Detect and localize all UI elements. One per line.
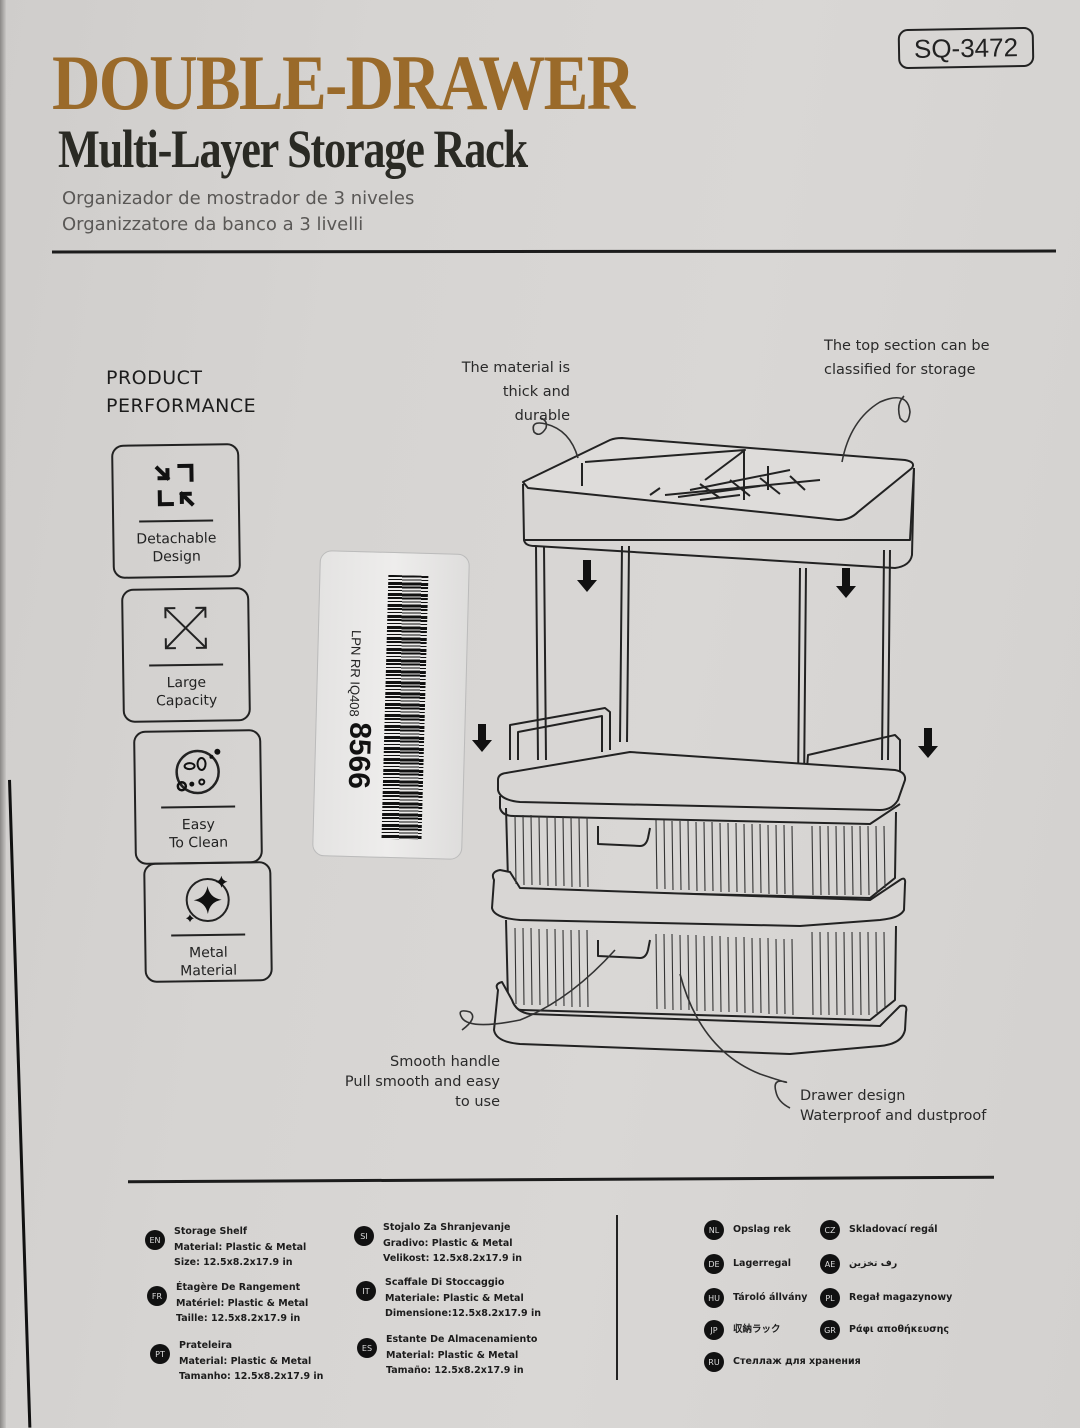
feature-label: Metal Material <box>180 944 238 980</box>
box-edge <box>8 779 32 1428</box>
lang-name: Стеллаж для хранения <box>733 1356 861 1368</box>
down-arrow-icons <box>472 560 938 758</box>
bottom-divider <box>127 1175 995 1184</box>
lang-badge: NL <box>704 1220 724 1240</box>
language-column-divider <box>616 1215 618 1380</box>
feature-card-metal: Metal Material <box>143 861 273 983</box>
lang-badge: AE <box>820 1254 840 1274</box>
lang-badge: SI <box>354 1226 374 1246</box>
callout-top-section: The top section can be classified for st… <box>824 338 990 378</box>
lang-entry-gr: GR Ράφι αποθήκευσης <box>820 1320 949 1340</box>
lang-name: 収納ラック <box>733 1324 781 1336</box>
callout-drawer: Drawer design Waterproof and dustproof <box>800 1088 987 1124</box>
lpn-sticker: LPN RR IQ408 8566 <box>312 550 470 860</box>
lang-name: Opslag rek <box>733 1224 791 1236</box>
lang-name: Lagerregal <box>733 1258 791 1270</box>
lang-badge: PT <box>150 1344 170 1364</box>
feature-divider <box>149 663 224 667</box>
performance-heading-line2: PERFORMANCE <box>106 395 257 417</box>
lang-badge: RU <box>704 1352 724 1372</box>
product-title: DOUBLE-DRAWER <box>52 39 635 126</box>
lang-badge: DE <box>704 1254 724 1274</box>
lang-entry-ae: AE رف تخزين <box>820 1254 897 1274</box>
lang-entry-pl: PL Regał magazynowy <box>820 1288 952 1308</box>
feature-label: Easy To Clean <box>169 816 229 852</box>
lang-entry-de: DE Lagerregal <box>704 1254 791 1274</box>
performance-heading-line1: PRODUCT <box>106 367 203 389</box>
compress-arrows-icon <box>154 463 195 507</box>
box-left-shadow <box>0 0 6 1428</box>
lang-badge: FR <box>147 1286 167 1306</box>
lang-badge: IT <box>356 1281 376 1301</box>
model-number-badge: SQ-3472 <box>897 26 1035 70</box>
feature-label: Detachable Design <box>136 530 217 566</box>
barcode <box>381 574 429 840</box>
lang-badge: JP <box>704 1320 724 1340</box>
top-divider <box>51 249 1057 254</box>
lang-entry-nl: NL Opslag rek <box>704 1220 791 1240</box>
lang-name: Skladovací regál <box>849 1224 938 1236</box>
lang-badge: ES <box>357 1338 377 1358</box>
lpn-code: LPN RR IQ408 <box>346 629 364 717</box>
lang-badge: CZ <box>820 1220 840 1240</box>
cleaning-splash-icon <box>175 748 221 795</box>
lang-name: Tároló állvány <box>733 1292 808 1304</box>
feature-card-capacity: Large Capacity <box>121 587 251 723</box>
lang-entry-hu: HU Tároló állvány <box>704 1288 807 1308</box>
translation-italian: Organizzatore da banco a 3 livelli <box>62 214 364 235</box>
performance-heading: PRODUCT PERFORMANCE <box>106 364 256 420</box>
callout-handle: Smooth handle Pull smooth and easy to us… <box>344 1054 500 1110</box>
feature-card-detachable: Detachable Design <box>111 443 241 579</box>
lang-badge: GR <box>820 1320 840 1340</box>
lang-badge: HU <box>704 1288 724 1308</box>
feature-divider <box>139 519 214 523</box>
sparkle-circle-icon <box>185 875 230 923</box>
lang-name: رف تخزين <box>849 1258 898 1270</box>
translation-spanish: Organizador de mostrador de 3 niveles <box>62 188 415 209</box>
product-subtitle: Multi-Layer Storage Rack <box>58 119 528 179</box>
lang-entry-ru: RU Стеллаж для хранения <box>704 1352 861 1372</box>
lang-name: Ράφι αποθήκευσης <box>849 1324 950 1336</box>
feature-card-clean: Easy To Clean <box>133 729 263 865</box>
expand-arrows-icon <box>164 606 207 650</box>
feature-divider <box>171 933 246 937</box>
lang-entry-cz: CZ Skladovací regál <box>820 1220 938 1240</box>
lang-entry-jp: JP 収納ラック <box>704 1320 781 1340</box>
lang-name: Regał magazynowy <box>849 1292 953 1304</box>
lpn-number: 8566 <box>341 721 377 790</box>
callout-material: The material is thick and durable <box>461 360 570 424</box>
lang-badge: PL <box>820 1288 840 1308</box>
feature-divider <box>161 805 236 809</box>
feature-label: Large Capacity <box>155 674 218 710</box>
lang-badge: EN <box>145 1230 165 1250</box>
